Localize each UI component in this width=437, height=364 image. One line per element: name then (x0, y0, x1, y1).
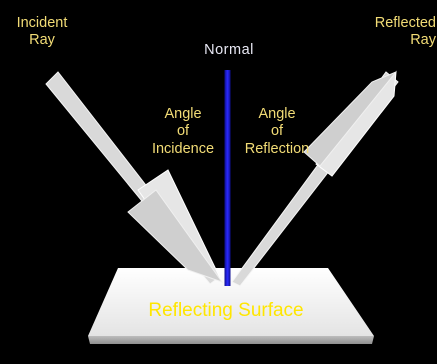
incident-ray-label-line-1: Incident (16, 15, 68, 31)
angle-of-incidence-line-2: of (176, 123, 190, 140)
incident-ray-label: Incident Ray (10, 15, 74, 50)
normal-line (224, 70, 231, 286)
angle-of-reflection-line-1: Angle (258, 106, 296, 122)
reflected-ray-label-line-2: Ray (410, 32, 436, 49)
angle-of-incidence-line-3: Incidence (151, 140, 215, 157)
angle-of-reflection-label: Angle of Reflection (234, 106, 320, 158)
incident-ray-label-line-2: Ray (29, 32, 55, 49)
angle-of-reflection-line-2: of (270, 123, 284, 140)
angle-of-reflection-line-3: Reflection (244, 140, 310, 157)
reflected-ray-arrow (231, 70, 399, 287)
reflecting-surface-label: Reflecting Surface (148, 300, 304, 321)
incident-ray-arrow (45, 71, 224, 285)
reflecting-surface (88, 268, 374, 344)
angle-of-incidence-label: Angle of Incidence (142, 106, 224, 158)
reflected-ray-label: Reflected Ray (362, 15, 436, 50)
reflected-ray-label-line-1: Reflected (374, 15, 436, 31)
normal-label: Normal (204, 42, 254, 58)
angle-of-incidence-line-1: Angle (164, 106, 202, 122)
